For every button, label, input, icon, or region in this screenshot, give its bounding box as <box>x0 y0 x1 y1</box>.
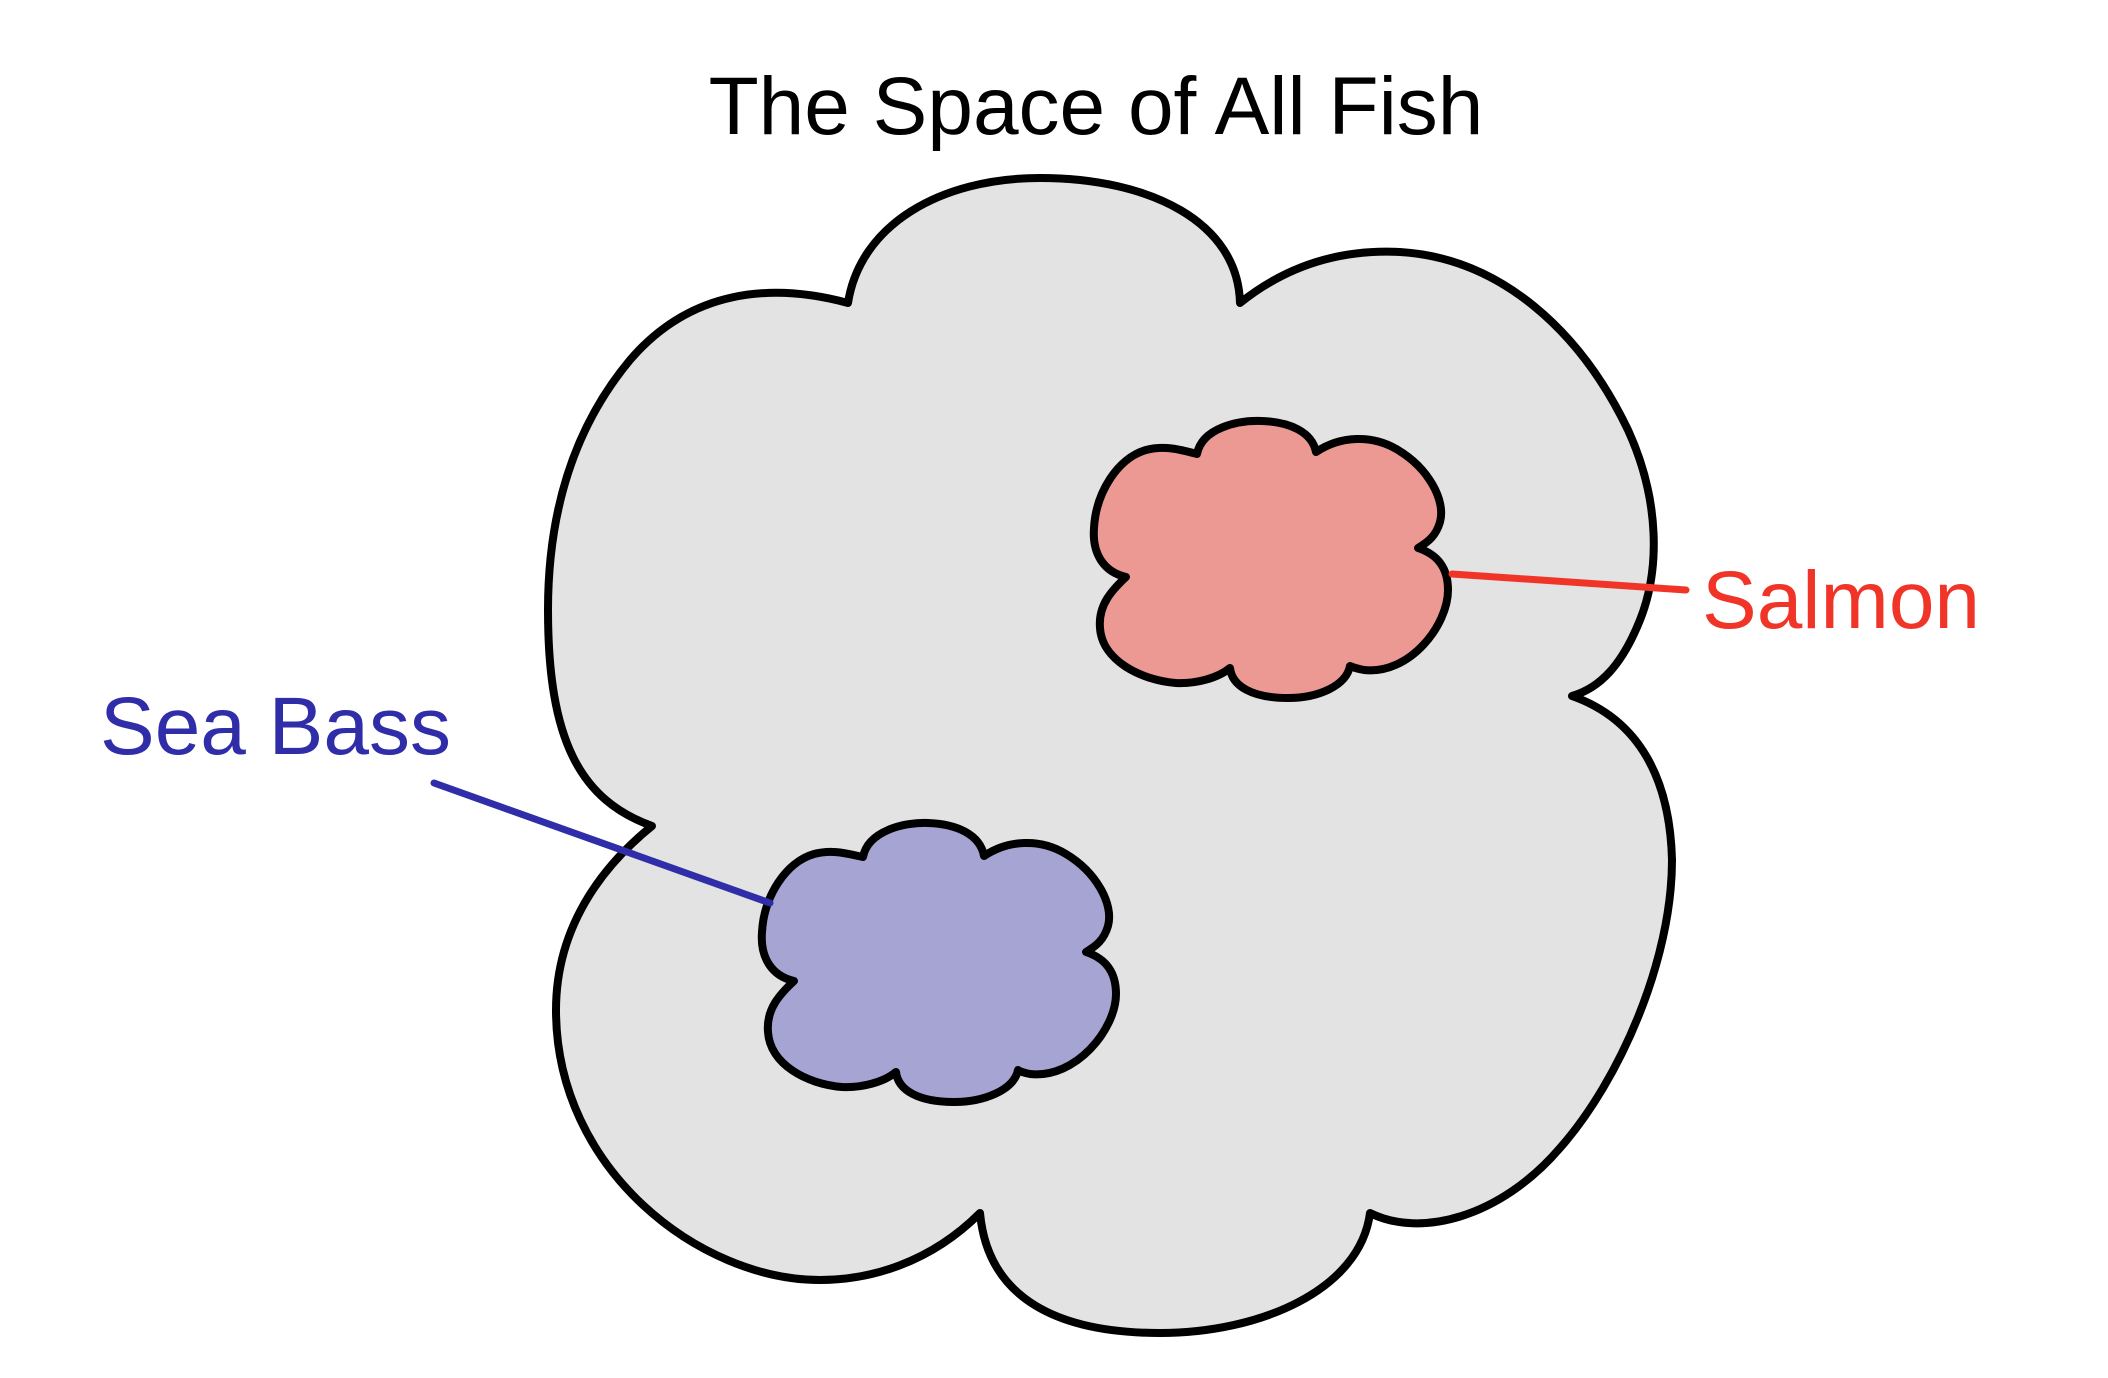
sea-bass-leader-line <box>430 779 774 907</box>
diagram-title: The Space of All Fish <box>709 61 1484 152</box>
all-fish-region <box>544 174 1676 1337</box>
salmon-label: Salmon <box>1702 555 1980 646</box>
sea-bass-region <box>757 818 1120 1106</box>
sea-bass-label: Sea Bass <box>100 681 451 772</box>
salmon-region <box>1089 416 1452 702</box>
salmon-leader-line <box>1448 570 1690 594</box>
